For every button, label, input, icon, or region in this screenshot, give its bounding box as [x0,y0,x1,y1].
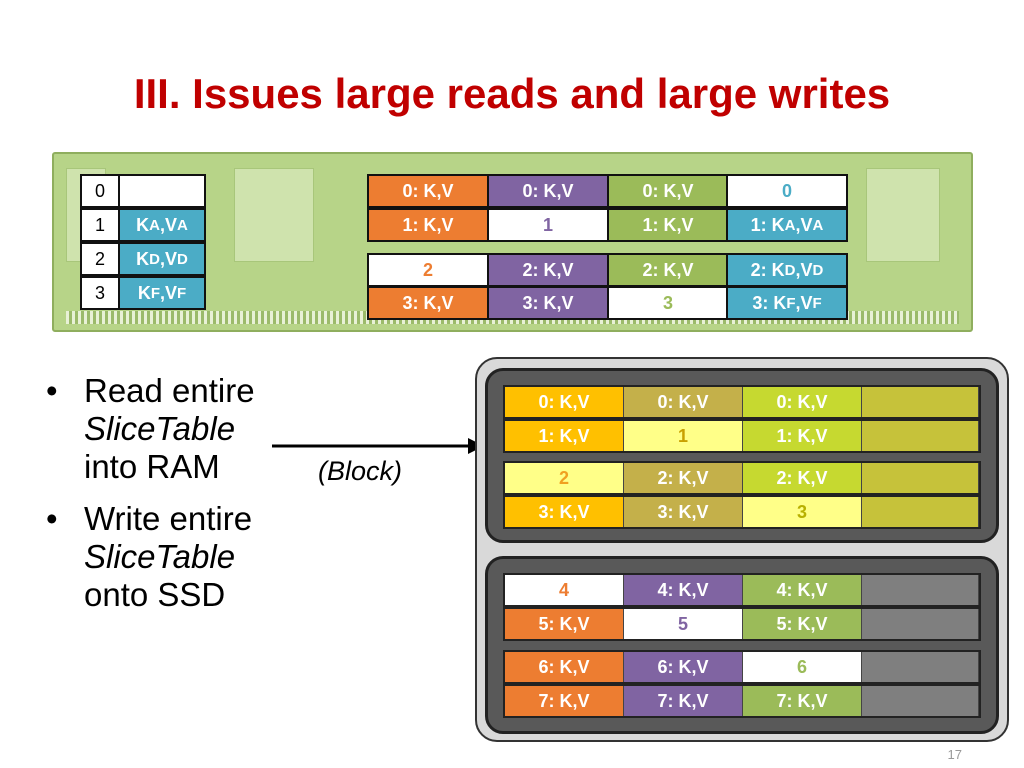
bullet-dot-icon: • [46,500,58,537]
ram-slot-cell: 0: K,V [367,174,489,208]
bullet-dot-icon: • [46,372,58,409]
ssd-cell: 7: K,V [624,686,743,716]
ssd-cell [862,652,980,682]
ssd-cell [862,609,980,639]
index-cell: 0 [80,174,120,208]
ram-chip [234,168,314,262]
ram-slot-cell: 3: K,V [487,286,609,320]
bullet-italic: SliceTable [84,410,236,447]
index-cell: 2 [80,242,120,276]
ram-slot-cell: 0: K,V [487,174,609,208]
ssd-cell: 0: K,V [505,387,624,417]
bullet-list: • Read entire SliceTable into RAM • Writ… [42,372,332,628]
ssd-cell: 4: K,V [624,575,743,605]
ssd-cell: 2: K,V [624,463,743,493]
ssd-cell: 2 [505,463,624,493]
ram-slot-cell: 1: K,V [367,208,489,242]
index-cell: 1 [80,208,120,242]
ssd-cell: 3: K,V [505,497,624,527]
ssd-cell: 4: K,V [743,575,862,605]
ram-slot-cell: 2: K,V [607,253,729,287]
ssd-cell [862,575,980,605]
page-number: 17 [947,747,962,762]
index-kv-cell [118,174,206,208]
ssd-cell: 6: K,V [624,652,743,682]
ssd-cell [862,686,980,716]
ssd-cell: 0: K,V [743,387,862,417]
bullet-read: • Read entire SliceTable into RAM [42,372,332,486]
ssd-cell: 1 [624,421,743,451]
bullet-italic: SliceTable [84,538,236,575]
ssd-cell: 6: K,V [505,652,624,682]
ram-slot-cell: 2: K,V [487,253,609,287]
ssd-cell: 5: K,V [505,609,624,639]
ssd-cell [862,387,980,417]
bullet-line: Write entire [84,500,253,537]
ssd-cell: 0: K,V [624,387,743,417]
bullet-line: onto SSD [84,576,226,613]
ram-slot-cell: 0 [726,174,848,208]
ssd-cell [862,463,980,493]
ram-slot-cell: 1 [487,208,609,242]
slide-title: III. Issues large reads and large writes [133,70,891,117]
block-label: (Block) [318,456,403,486]
index-cell: 3 [80,276,120,310]
bullet-write: • Write entire SliceTable onto SSD [42,500,332,614]
ssd-cell: 4 [505,575,624,605]
ram-slot-cell: 2 [367,253,489,287]
ram-chip [866,168,940,262]
ssd-cell: 3 [743,497,862,527]
ssd-cell: 2: K,V [743,463,862,493]
ssd-cell [862,497,980,527]
ssd-cell: 5: K,V [743,609,862,639]
ram-slot-cell: 3 [607,286,729,320]
ssd-cell: 1: K,V [743,421,862,451]
bullet-line: Read entire [84,372,255,409]
ram-slot-cell: 3: K,V [367,286,489,320]
ssd-cell [862,421,980,451]
ram-slot-cell: 0: K,V [607,174,729,208]
bullet-line: into RAM [84,448,220,485]
ssd-cell: 6 [743,652,862,682]
ssd-cell: 3: K,V [624,497,743,527]
ram-slot-cell: 1: K,V [607,208,729,242]
ssd-cell: 7: K,V [505,686,624,716]
ssd-cell: 7: K,V [743,686,862,716]
ssd-cell: 5 [624,609,743,639]
ssd-cell: 1: K,V [505,421,624,451]
